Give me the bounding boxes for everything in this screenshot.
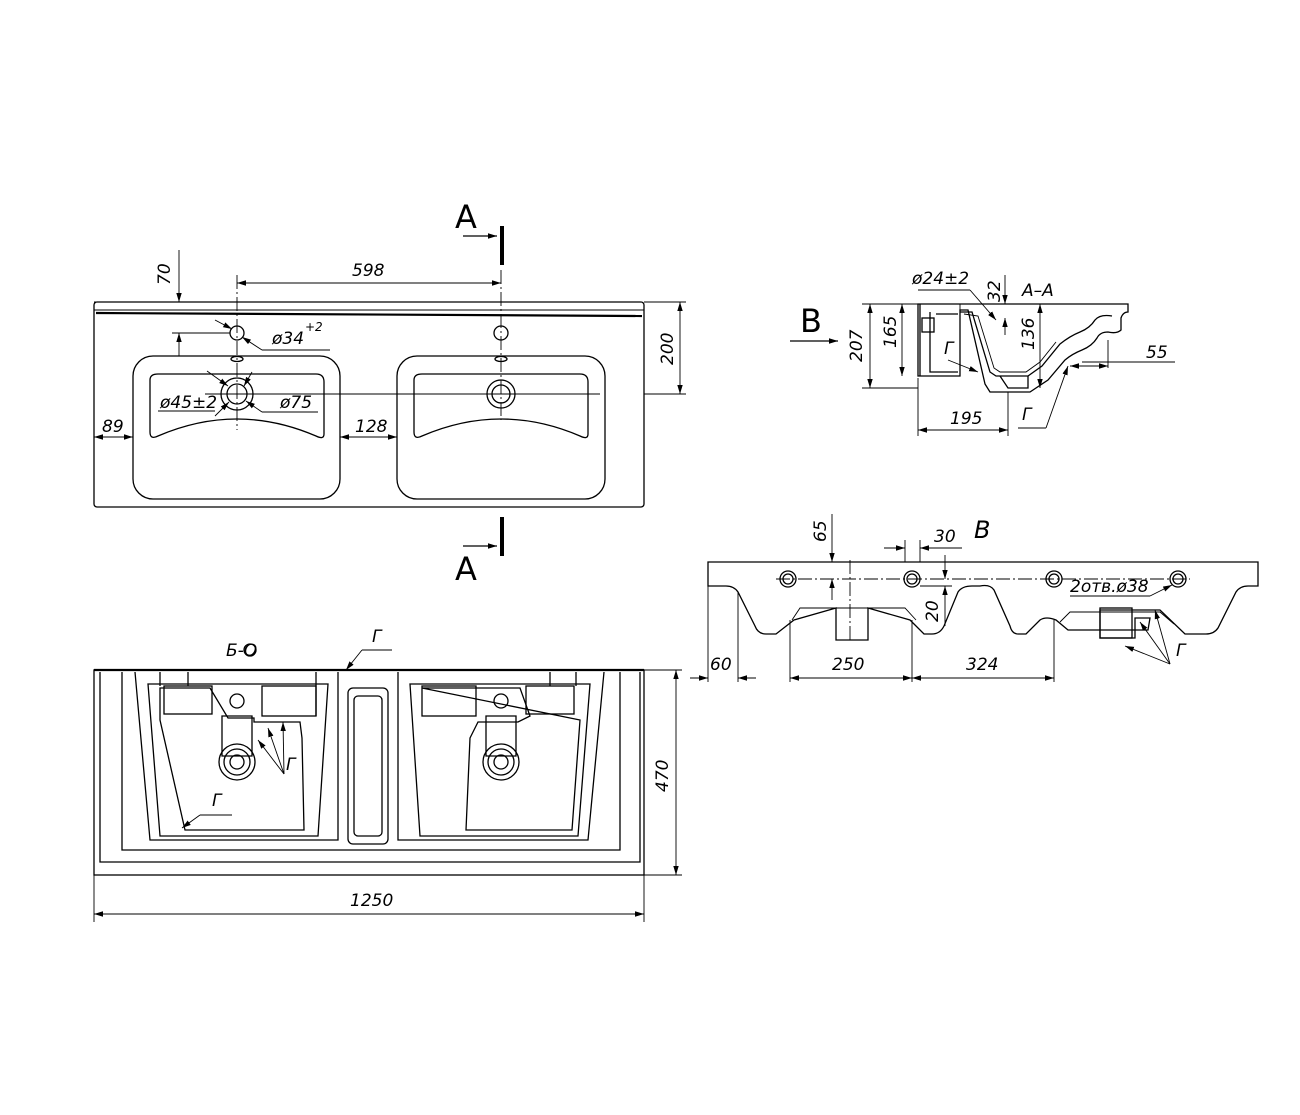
dim-30: 30 bbox=[934, 527, 956, 547]
dim-34-tolerance: +2 bbox=[305, 320, 323, 334]
section-label-g2: Г bbox=[1022, 405, 1033, 425]
dim-165: 165 bbox=[881, 316, 901, 348]
holes-note: 2отв.ø38 bbox=[1070, 577, 1149, 597]
dim-200: 200 bbox=[658, 333, 678, 365]
dim-45: ø45±2 bbox=[159, 393, 217, 413]
dim-207: 207 bbox=[847, 329, 867, 362]
view-title: B bbox=[974, 516, 990, 544]
dim-598: 598 bbox=[352, 261, 385, 281]
dim-89: 89 bbox=[102, 417, 124, 437]
back-view-profile bbox=[707, 561, 1259, 641]
section-profile-outer bbox=[917, 303, 1129, 393]
right-bowl-outline bbox=[396, 355, 606, 500]
dim-128: 128 bbox=[355, 417, 388, 437]
bottom-label-g1: Г bbox=[286, 755, 297, 775]
section-letter-bottom: A bbox=[455, 550, 477, 588]
dim-324: 324 bbox=[966, 655, 998, 675]
section-mark-bottom: A bbox=[455, 517, 504, 588]
dim-195: 195 bbox=[950, 409, 982, 429]
section-mark-top: A bbox=[455, 198, 504, 265]
surface-callout: Г bbox=[372, 627, 383, 647]
section-title: A–A bbox=[1021, 281, 1054, 301]
dim-20: 20 bbox=[923, 600, 943, 622]
dim-70: 70 bbox=[155, 263, 175, 285]
section-label-g1: Г bbox=[944, 339, 955, 359]
dim-250: 250 bbox=[832, 655, 864, 675]
top-view: 598 70 ø34 +2 ø45±2 ø75 200 89 128 bbox=[93, 250, 686, 508]
dim-32: 32 bbox=[985, 280, 1005, 302]
dim-1250: 1250 bbox=[350, 891, 393, 911]
section-letter-top: A bbox=[455, 198, 477, 236]
section-view: B A–A 207 165 136 32 ø24±2 195 55 Г bbox=[790, 269, 1175, 436]
dim-55: 55 bbox=[1146, 343, 1168, 363]
dim-34: ø34 bbox=[271, 329, 304, 349]
dim-136: 136 bbox=[1019, 317, 1039, 350]
dim-24: ø24±2 bbox=[911, 269, 969, 289]
back-view: B 65 30 20 60 250 324 2отв. bbox=[690, 514, 1259, 682]
dim-75: ø75 bbox=[279, 393, 312, 413]
dim-65: 65 bbox=[811, 520, 831, 542]
view-arrow-letter: B bbox=[800, 302, 822, 340]
dim-60: 60 bbox=[710, 655, 732, 675]
back-label-g: Г bbox=[1176, 641, 1187, 661]
bottom-label-g2: Г bbox=[212, 791, 223, 811]
center-partition bbox=[347, 687, 389, 845]
bottom-view: Б-О Г bbox=[93, 627, 682, 922]
dim-470: 470 bbox=[653, 760, 673, 792]
